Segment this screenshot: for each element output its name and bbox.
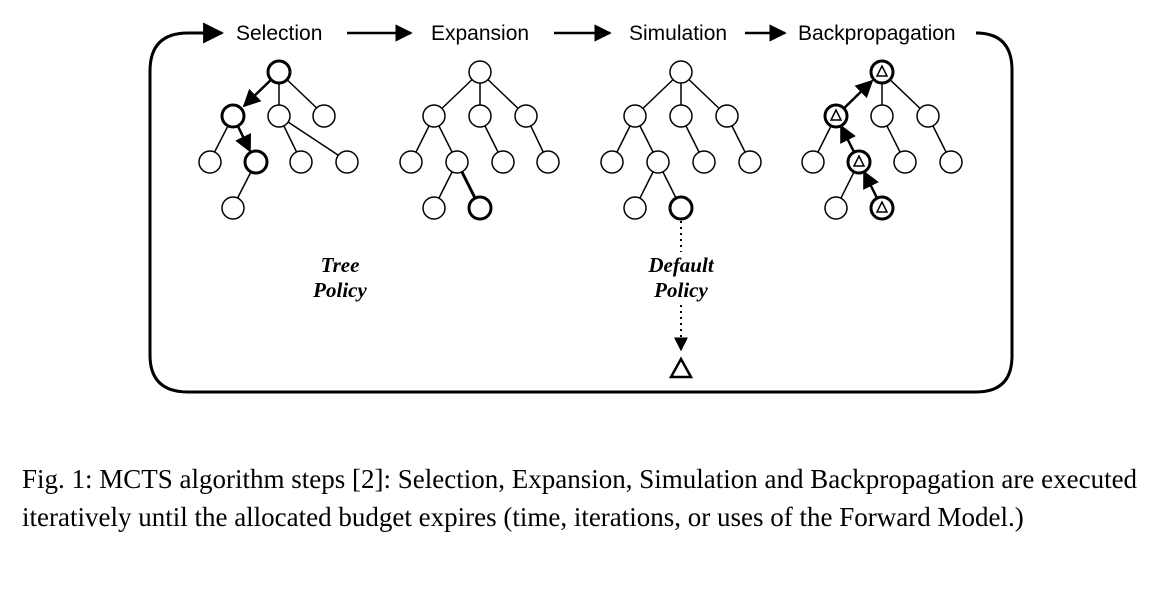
backprop-node-l3-a [824,196,848,220]
iteration-loop [148,31,1014,394]
backprop-node-l2-b [846,149,872,175]
backpropagation-tree [801,59,963,221]
simulation-node-l2-b [646,150,670,174]
step-label-backpropagation: Backpropagation [798,22,956,45]
backprop-node-l1-mid [870,104,894,128]
simulation-node-l1-mid [669,104,693,128]
value-triangle-icon [829,108,843,121]
selection-node-l2-d [335,150,359,174]
step-label-expansion: Expansion [431,22,529,45]
value-triangle-icon [852,154,866,167]
expansion-node-l2-d [536,150,560,174]
default-policy-label-line2: Policy [653,278,708,302]
selection-node-l1-left [220,103,246,129]
expansion-node-l1-right [514,104,538,128]
tree-policy-label-line2: Policy [312,278,367,302]
caption-text: MCTS algorithm steps [2]: Selection, Exp… [22,464,1138,532]
backprop-node-l2-a [801,150,825,174]
mcts-diagram: Selection Expansion Simulation Backpropa… [148,22,1014,394]
simulation-node-l1-right [715,104,739,128]
backprop-node-leaf [869,195,895,221]
expansion-node-l2-a [399,150,423,174]
expansion-node-l2-b [445,150,469,174]
simulation-node-leaf [668,195,694,221]
selection-node-l2-a [198,150,222,174]
expansion-tree [399,60,560,221]
selection-node-l2-c [289,150,313,174]
simulation-node-l2-d [738,150,762,174]
expansion-node-l1-left [422,104,446,128]
simulation-node-l2-c [692,150,716,174]
backprop-node-root [869,59,895,85]
backprop-node-l1-left [823,103,849,129]
selection-tree [198,59,359,220]
expansion-node-l3-a [422,196,446,220]
tree-policy-label-line1: Tree [321,253,360,277]
figure-caption: Fig. 1: MCTS algorithm steps [2]: Select… [22,460,1142,536]
backprop-node-l2-d [939,150,963,174]
backprop-node-l1-right [916,104,940,128]
selection-node-l3 [221,196,245,220]
selection-node-l2-b [243,149,269,175]
backprop-node-l2-c [893,150,917,174]
value-triangle-icon [875,64,889,77]
caption-label: Fig. 1: [22,464,93,494]
expansion-node-root [468,60,492,84]
step-label-selection: Selection [236,22,322,45]
expansion-node-new [467,195,493,221]
step-label-simulation: Simulation [629,22,727,45]
selection-node-l1-right [312,104,336,128]
expansion-node-l2-c [491,150,515,174]
terminal-triangle-icon [668,356,694,379]
selection-node-root [266,59,292,85]
selection-node-l1-mid [267,104,291,128]
expansion-node-l1-mid [468,104,492,128]
simulation-node-l3-a [623,196,647,220]
simulation-tree [600,60,762,379]
value-triangle-icon [875,200,889,213]
simulation-node-l2-a [600,150,624,174]
simulation-node-root [669,60,693,84]
simulation-node-l1-left [623,104,647,128]
default-policy-label-line1: Default [647,253,714,277]
